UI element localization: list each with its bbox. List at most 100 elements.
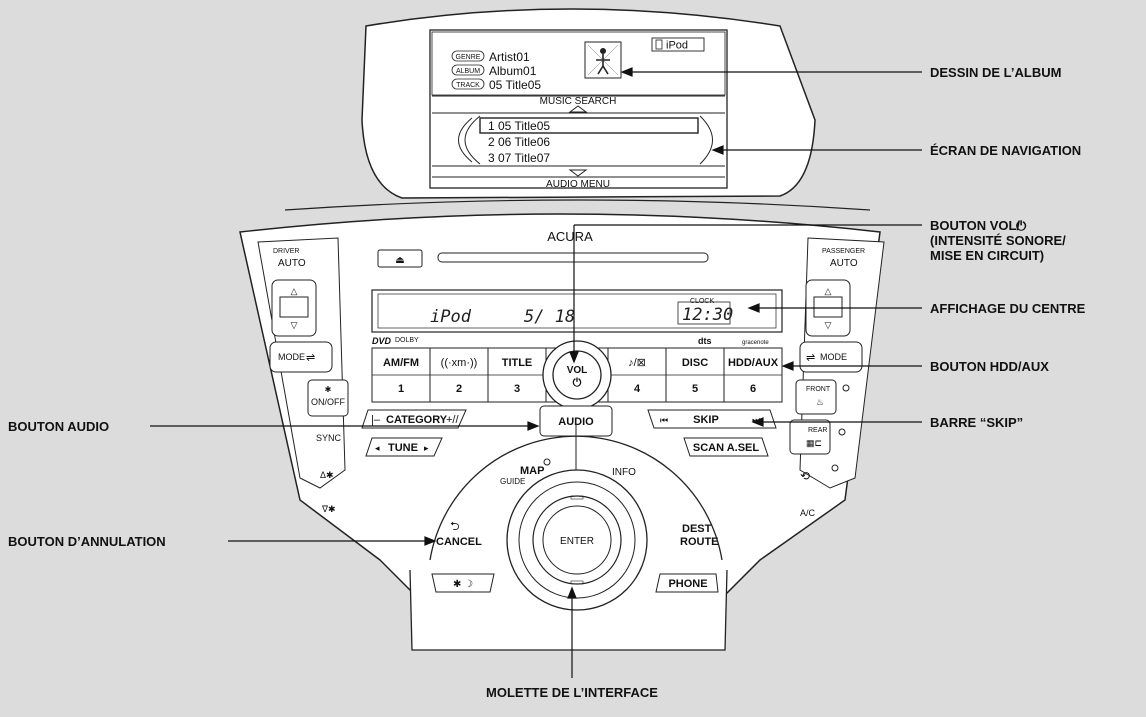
svg-text:GUIDE: GUIDE	[500, 477, 525, 486]
skip-back-icon: ⏮	[660, 415, 668, 425]
ac-button[interactable]: A/C	[800, 508, 816, 518]
down-arrow-icon[interactable]	[568, 169, 588, 177]
track-tag: TRACK	[456, 82, 480, 89]
driver-label: DRIVER	[273, 248, 299, 255]
lcd-clock-label: CLOCK	[690, 298, 714, 305]
eject-button[interactable]: ⏏	[377, 249, 423, 268]
enter-button[interactable]: ENTER	[542, 505, 612, 575]
svg-text:TUNE: TUNE	[388, 442, 418, 454]
svg-text:REAR: REAR	[808, 427, 827, 434]
mode-button-left[interactable]: MODE ⇌	[269, 341, 333, 373]
cancel-button[interactable]: ⮌ CANCEL	[436, 519, 482, 548]
svg-text:1: 1	[398, 383, 404, 395]
up-arrow-icon[interactable]	[568, 105, 588, 113]
map-guide-button[interactable]: MAP GUIDE	[500, 458, 551, 486]
sync-button[interactable]: SYNC	[316, 433, 342, 443]
callout-leaders	[150, 67, 922, 678]
skip-forward-icon: ⏭	[752, 415, 760, 425]
list-item-1[interactable]: 1 05 Title05	[488, 119, 550, 133]
driver-auto: AUTO	[278, 258, 306, 269]
callout-hdd-aux: BOUTON HDD/AUX	[930, 359, 1049, 374]
brand-logo: ACURA	[547, 229, 593, 244]
svg-text:◂: ◂	[375, 443, 380, 453]
xm-icon: ((·xm·))	[441, 357, 478, 369]
callout-center-display: AFFICHAGE DU CENTRE	[930, 301, 1086, 316]
genre-tag: GENRE	[456, 54, 481, 61]
front-defrost-button[interactable]: FRONT ♨	[795, 379, 850, 415]
dolby-logo: DOLBY	[395, 337, 419, 344]
svg-text:♪/⊠: ♪/⊠	[628, 357, 646, 369]
passenger-label: PASSENGER	[822, 248, 865, 255]
hdd-aux-button[interactable]: HDD/AUX 6	[723, 347, 783, 403]
svg-text:iPod: iPod	[666, 40, 688, 52]
rear-defrost-icon: ▦⊏	[806, 438, 822, 448]
callout-vol-line2: (INTENSITÉ SONORE/	[930, 233, 1066, 248]
fan-up-button[interactable]: Δ✱	[320, 470, 334, 480]
preset-button-2[interactable]: ((·xm·)) 2	[429, 347, 489, 403]
info-button[interactable]: INFO	[612, 467, 636, 478]
eject-icon: ⏏	[395, 255, 404, 266]
svg-text:CANCEL: CANCEL	[436, 536, 482, 548]
lcd-clock: 12:30	[682, 305, 733, 325]
lcd-source: iPod	[430, 307, 472, 327]
dest-route-button[interactable]: DEST ROUTE	[680, 523, 719, 548]
svg-text:|–: |–	[371, 414, 381, 426]
svg-text:ON/OFF: ON/OFF	[311, 397, 345, 407]
list-item-2[interactable]: 2 06 Title06	[488, 135, 550, 149]
album-value: Album01	[489, 64, 537, 78]
svg-text:△: △	[825, 286, 832, 296]
svg-text:3: 3	[514, 383, 520, 395]
fan-icon: ✱	[325, 385, 332, 394]
genre-value: Artist01	[489, 50, 530, 64]
track-value: 05 Title05	[489, 78, 541, 92]
svg-text:6: 6	[750, 383, 756, 395]
album-art	[584, 41, 622, 79]
callout-album-art: DESSIN DE L’ALBUM	[930, 65, 1061, 80]
svg-text:△: △	[291, 286, 298, 296]
svg-text:MAP: MAP	[520, 465, 544, 477]
vol-knob[interactable]: VOL ⏻	[542, 340, 612, 410]
tune-bar[interactable]: ◂ TUNE ▸	[365, 437, 443, 457]
music-search-label: MUSIC SEARCH	[540, 96, 617, 107]
svg-text:VOL: VOL	[567, 365, 588, 376]
svg-text:SKIP: SKIP	[693, 414, 719, 426]
dvd-logo: DVD	[372, 336, 392, 346]
phone-button[interactable]: PHONE	[655, 573, 719, 593]
svg-text:4: 4	[634, 383, 641, 395]
svg-text:SCAN A.SEL: SCAN A.SEL	[693, 442, 759, 454]
svg-text:CATEGORY: CATEGORY	[386, 414, 448, 426]
callout-audio-button: BOUTON AUDIO	[8, 419, 109, 434]
ipod-badge: iPod	[651, 37, 705, 52]
svg-text:AM/FM: AM/FM	[383, 357, 419, 369]
list-item-3[interactable]: 3 07 Title07	[488, 151, 550, 165]
svg-text:MODE: MODE	[278, 352, 305, 362]
rear-defrost-button[interactable]: REAR ▦⊏	[789, 419, 846, 455]
track-row: TRACK 05 Title05	[451, 78, 541, 92]
callout-vol-line1: BOUTON VOL/	[930, 218, 1020, 233]
sun-moon-icon: ✱ ☽	[453, 579, 473, 590]
callout-interface-dial: MOLETTE DE L’INTERFACE	[486, 685, 658, 700]
gracenote-logo: gracenote	[742, 340, 769, 346]
svg-text:▽: ▽	[291, 320, 298, 330]
category-bar[interactable]: CATEGORY |– +//	[361, 409, 467, 429]
power-icon: ⏻	[1016, 218, 1027, 233]
passenger-auto: AUTO	[830, 258, 858, 269]
on-off-button[interactable]: ✱ ON/OFF	[307, 379, 349, 417]
fan-icon: ⇌	[806, 352, 815, 364]
callout-vol-line3: MISE EN CIRCUIT)	[930, 248, 1044, 263]
driver-temp-rocker[interactable]: △ ▽	[271, 279, 317, 337]
svg-text:TITLE: TITLE	[502, 357, 533, 369]
mode-button-right[interactable]: ⇌ MODE	[799, 341, 863, 373]
recirculation-icon[interactable]: ⟲	[800, 469, 810, 483]
scan-button[interactable]: SCAN A.SEL	[683, 437, 769, 457]
svg-text:2: 2	[456, 383, 462, 395]
svg-text:+//: +//	[446, 414, 459, 426]
album-tag: ALBUM	[456, 68, 480, 75]
callout-skip-bar: BARRE “SKIP”	[930, 415, 1023, 430]
list-item-selected[interactable]	[479, 117, 699, 134]
skip-bar[interactable]: ⏮ SKIP ⏭	[647, 409, 777, 429]
fan-down-button[interactable]: ∇✱	[321, 504, 336, 514]
brightness-button[interactable]: ✱ ☽	[431, 573, 495, 593]
